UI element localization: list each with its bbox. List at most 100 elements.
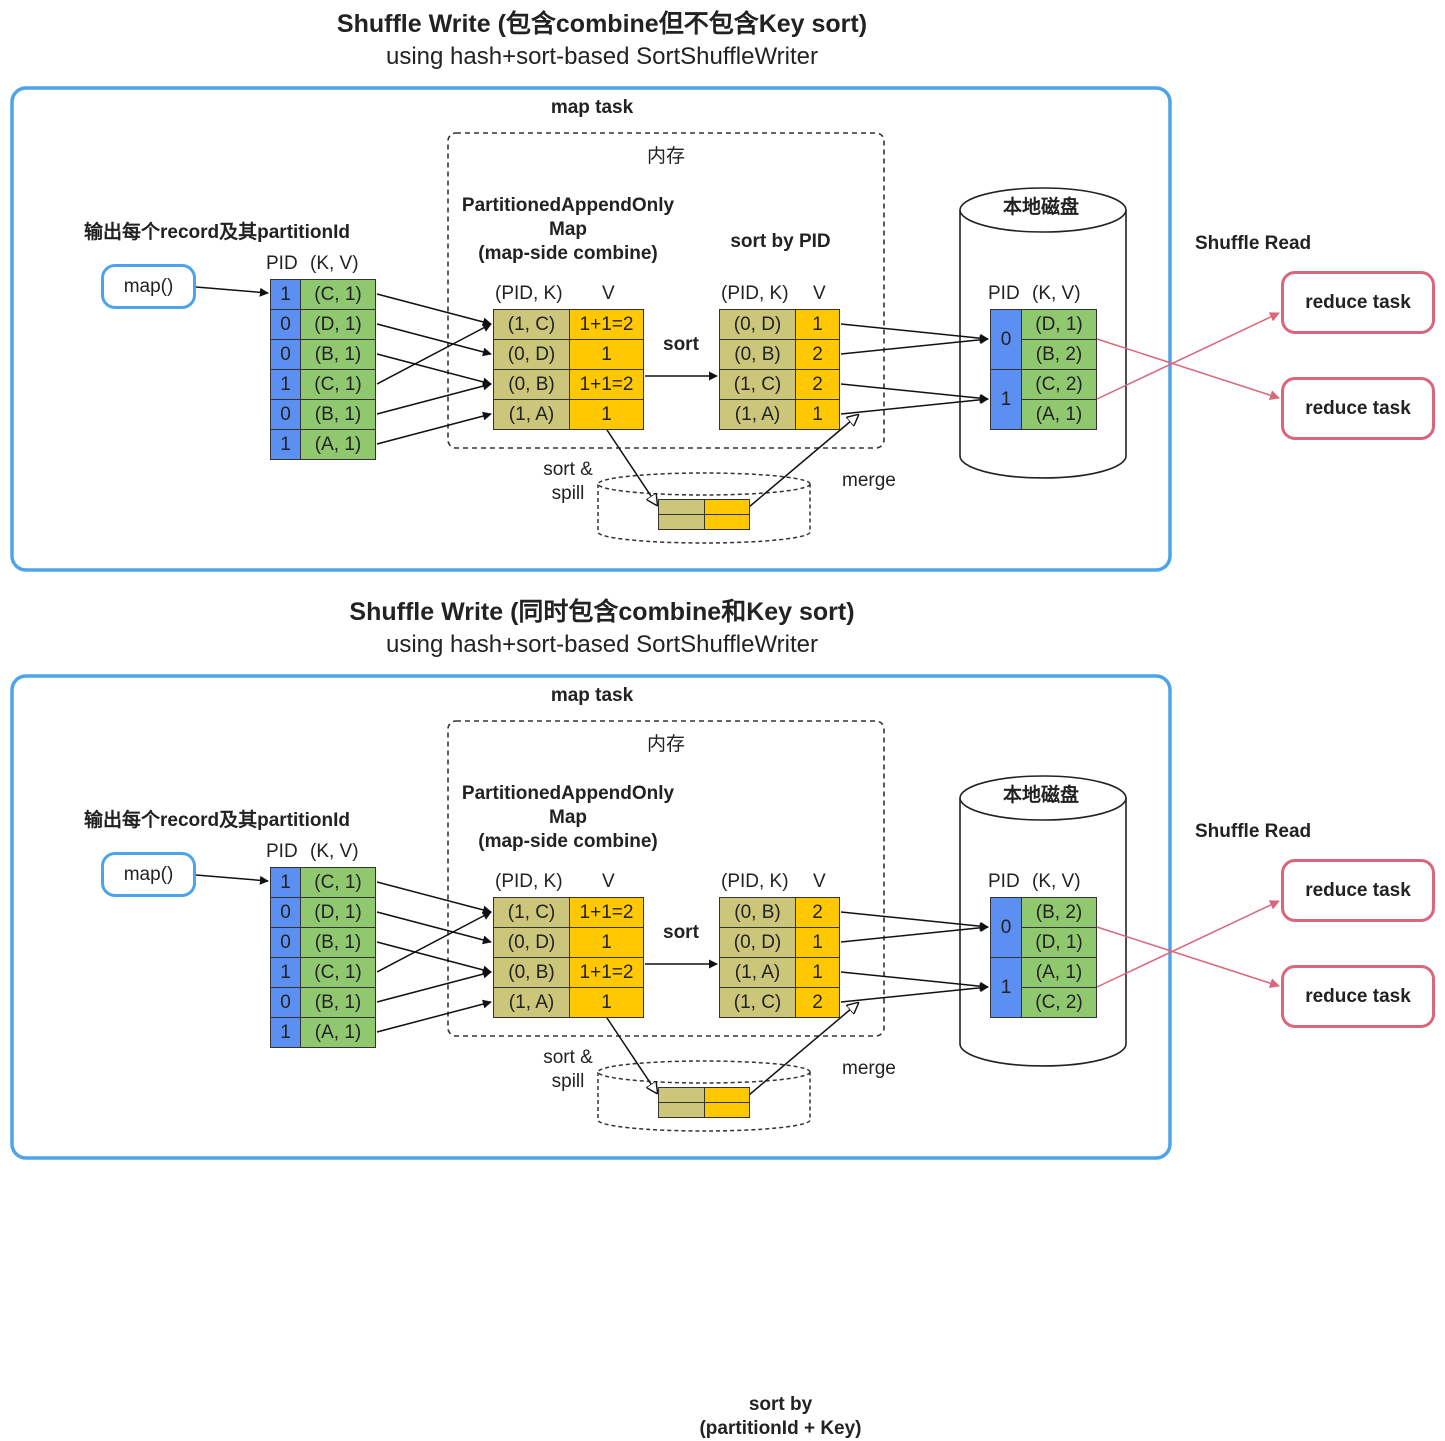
spill-divider	[705, 1102, 749, 1103]
sorted-key-cell: (0, B)	[719, 897, 796, 928]
map-task-label: map task	[550, 97, 634, 118]
memory-label: 内存	[647, 146, 686, 167]
flow-arrows	[195, 874, 1280, 1096]
spill-divider	[659, 514, 704, 515]
reduce-task-box: reduce task	[1281, 859, 1435, 922]
input-pid-cell: 0	[270, 309, 301, 340]
arrow-sorted-to-disk	[840, 911, 989, 931]
arrow-partition1-to-reduce	[1096, 312, 1280, 400]
shuffle-read-label: Shuffle Read	[1195, 233, 1312, 254]
arrow-sorted-to-disk	[840, 971, 989, 991]
input-kv-cell: (D, 1)	[300, 897, 376, 928]
arrow-sorted-to-disk	[840, 923, 989, 943]
combined-value-cell: 1	[569, 399, 644, 430]
sort-by-label: sort by PID	[730, 231, 831, 252]
input-pid-cell: 0	[270, 987, 301, 1018]
arrow-merge	[748, 1003, 858, 1096]
reduce-task-box: reduce task	[1281, 377, 1435, 440]
sorted-header-value: V	[813, 871, 826, 892]
sorted-header-key: (PID, K)	[721, 283, 789, 304]
memory-label: 内存	[647, 734, 686, 755]
diagram-subtitle: using hash+sort-based SortShuffleWriter	[385, 631, 818, 658]
combined-header-value: V	[602, 871, 615, 892]
disk-pid-cell: 1	[990, 957, 1022, 1018]
disk-kv-cell: (A, 1)	[1021, 399, 1097, 430]
combined-header-key: (PID, K)	[495, 283, 563, 304]
disk-kv-cell: (C, 2)	[1021, 369, 1097, 400]
input-kv-cell: (D, 1)	[300, 309, 376, 340]
input-header-kv: (K, V)	[310, 253, 359, 274]
arrow-input-to-combined	[376, 381, 492, 415]
combined-value-cell: 1+1=2	[569, 957, 644, 988]
sorted-value-cell: 2	[795, 897, 840, 928]
input-kv-cell: (B, 1)	[300, 987, 376, 1018]
input-pid-cell: 0	[270, 897, 301, 928]
disk-pid-cell: 0	[990, 309, 1022, 370]
diagram-subtitle: using hash+sort-based SortShuffleWriter	[385, 43, 818, 70]
arrow-merge	[748, 415, 858, 508]
arrow-sorted-to-disk	[840, 983, 989, 1003]
arrow-input-to-combined	[376, 999, 492, 1033]
input-pid-cell: 1	[270, 1017, 301, 1048]
arrow-input-to-combined	[376, 353, 492, 387]
input-pid-cell: 1	[270, 369, 301, 400]
panel-combine-and-key-sort: Shuffle Write (同时包含combine和Key sort) usin…	[0, 588, 1445, 1439]
sort-spill-label: sort & spill	[543, 459, 593, 504]
input-pid-cell: 1	[270, 279, 301, 310]
panel-combine-only: Shuffle Write (包含combine但不包含Key sort)usi…	[0, 0, 1445, 586]
sorted-key-cell: (1, A)	[719, 957, 796, 988]
memory-box	[447, 132, 885, 449]
sort-label: sort	[663, 334, 699, 355]
combined-value-cell: 1	[569, 927, 644, 958]
sorted-key-cell: (1, C)	[719, 987, 796, 1018]
arrow-sort-spill	[606, 429, 657, 505]
reduce-task-box: reduce task	[1281, 271, 1435, 334]
local-disk-label: 本地磁盘	[1003, 197, 1080, 218]
map-function: map()	[101, 264, 196, 309]
disk-kv-cell: (B, 2)	[1021, 897, 1097, 928]
sorted-value-cell: 1	[795, 399, 840, 430]
input-kv-cell: (B, 1)	[300, 339, 376, 370]
shuffle-read-label: Shuffle Read	[1195, 821, 1312, 842]
disk-kv-cell: (D, 1)	[1021, 927, 1097, 958]
sorted-value-cell: 2	[795, 339, 840, 370]
input-pid-cell: 0	[270, 399, 301, 430]
arrow-partition0-to-reduce	[1096, 338, 1280, 400]
sorted-header-value: V	[813, 283, 826, 304]
sorted-value-cell: 1	[795, 309, 840, 340]
input-kv-cell: (B, 1)	[300, 399, 376, 430]
arrow-partition0-to-reduce	[1096, 926, 1280, 988]
sorted-value-cell: 2	[795, 987, 840, 1018]
combined-key-cell: (1, A)	[493, 987, 570, 1018]
combined-key-cell: (0, B)	[493, 369, 570, 400]
arrow-map-to-input	[195, 286, 269, 297]
input-header-kv: (K, V)	[310, 841, 359, 862]
sort-label: sort	[663, 922, 699, 943]
map-task-box	[10, 86, 1172, 572]
arrow-input-to-combined	[376, 323, 492, 357]
sorted-key-cell: (1, A)	[719, 399, 796, 430]
reduce-task-box: reduce task	[1281, 965, 1435, 1028]
disk-pid-cell: 1	[990, 369, 1022, 430]
spill-divider	[705, 514, 749, 515]
input-kv-cell: (C, 1)	[300, 279, 376, 310]
combined-key-cell: (0, B)	[493, 957, 570, 988]
input-kv-cell: (B, 1)	[300, 927, 376, 958]
flow-arrows	[195, 286, 1280, 508]
arrow-input-to-combined	[376, 411, 492, 445]
combined-key-cell: (1, C)	[493, 309, 570, 340]
input-kv-cell: (A, 1)	[300, 429, 376, 460]
input-pid-cell: 0	[270, 927, 301, 958]
map-task-box	[10, 674, 1172, 1160]
combined-value-cell: 1	[569, 339, 644, 370]
input-kv-cell: (A, 1)	[300, 1017, 376, 1048]
diagram-title: Shuffle Write (同时包含combine和Key sort)	[349, 598, 855, 626]
combined-value-cell: 1+1=2	[569, 897, 644, 928]
input-pid-cell: 1	[270, 429, 301, 460]
arrow-partition1-to-reduce	[1096, 900, 1280, 988]
sorted-key-cell: (0, D)	[719, 927, 796, 958]
arrow-sorted-to-disk	[840, 383, 989, 403]
combined-header-key: (PID, K)	[495, 871, 563, 892]
sort-spill-label: sort & spill	[543, 1047, 593, 1092]
arrow-input-to-combined	[376, 941, 492, 975]
